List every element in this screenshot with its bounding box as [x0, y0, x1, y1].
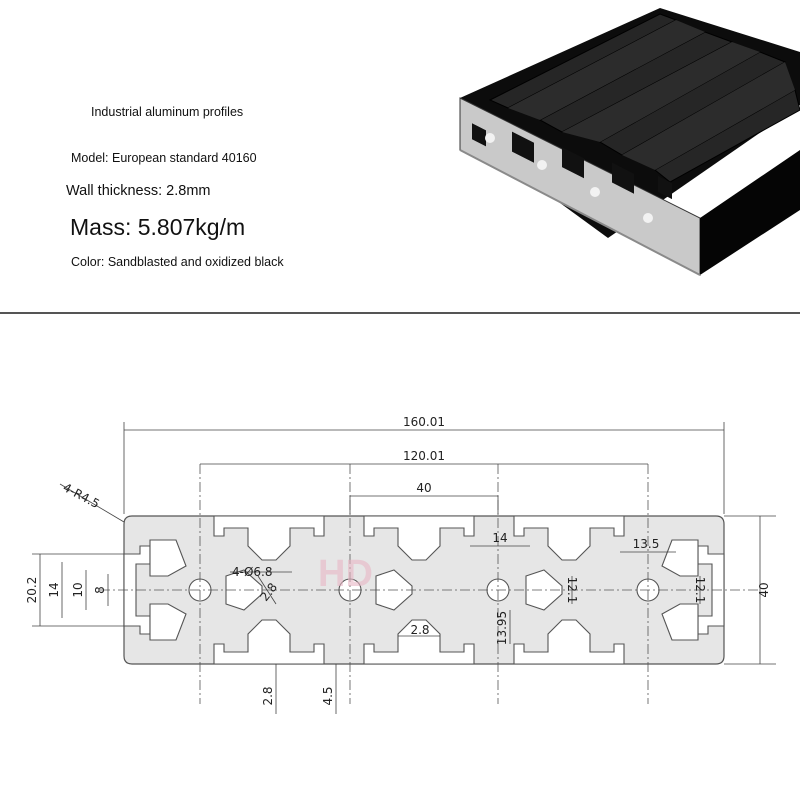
product-mass: Mass: 5.807kg/m	[70, 214, 246, 240]
dim-core-width-14: 14	[492, 531, 507, 545]
wall-thickness: Wall thickness: 2.8mm	[66, 183, 211, 199]
dim-core-offset: 13.95	[495, 611, 509, 645]
dim-overall-height: 40	[757, 582, 771, 597]
profile-3d-render	[459, 8, 800, 276]
dim-module: 40	[416, 481, 431, 495]
dim-core-width-13-5: 13.5	[633, 537, 660, 551]
dim-slot-height-left: 20.2	[25, 577, 39, 604]
dim-center-opening: 2.8	[410, 623, 429, 637]
dim-hole: 4-Ø6.8	[232, 565, 273, 579]
dim-lip-thickness: 4.5	[321, 686, 335, 705]
watermark: HD	[318, 553, 373, 595]
render-ridges	[488, 13, 800, 183]
dim-corner-radius: 4-R4.5	[61, 480, 102, 511]
dim-slot-inner-14: 14	[47, 582, 61, 597]
cross-section-drawing: HD 160.01 120.01 40 4-R4.5 4-Ø6.8 2.8	[25, 415, 776, 714]
dim-core-height-b: 12.1	[693, 577, 707, 604]
product-color: Color: Sandblasted and oxidized black	[71, 255, 284, 269]
dim-core-height-a: 12.1	[565, 577, 579, 604]
dim-overall-width: 160.01	[403, 415, 445, 429]
dim-slot-pitch-total: 120.01	[403, 449, 445, 463]
section-divider	[0, 312, 800, 314]
dim-slot-inner-8: 8	[93, 586, 107, 594]
product-model: Model: European standard 40160	[71, 151, 257, 165]
render-end-slots	[472, 123, 672, 200]
dim-bottom-wall: 2.8	[261, 686, 275, 705]
dim-slot-inner-10: 10	[71, 582, 85, 597]
product-title: Industrial aluminum profiles	[91, 105, 244, 119]
dimension-lines	[32, 422, 776, 714]
